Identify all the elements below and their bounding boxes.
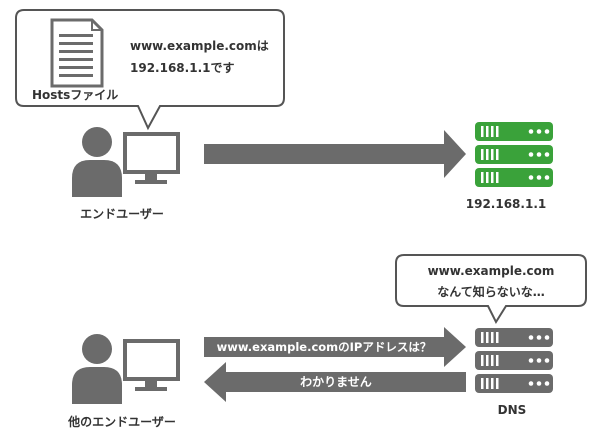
dns-query-label: www.example.comのIPアドレスは？ [217,340,432,354]
dns-reply-label: わかりません [300,375,372,389]
server-ip-label: 192.168.1.1 [466,197,546,211]
hosts-file-label: Hostsファイル [32,88,118,102]
other-end-user-icon [72,334,122,404]
computer-monitor-icon [123,339,180,391]
web-server-icon [475,122,553,187]
hosts-entry-line1: www.example.comは [130,39,269,53]
dns-server-icon [475,328,553,393]
dns-speech-bubble [395,254,587,325]
dns-label: DNS [498,403,527,417]
dns-reply-arrow [204,362,466,402]
end-user-icon [72,127,122,197]
end-user-label: エンドユーザー [80,207,164,221]
dns-bubble-line1: www.example.com [428,264,555,278]
dns-bubble-line2: なんて知らないな… [437,284,544,299]
computer-monitor-icon [123,132,180,184]
direct-arrow [204,130,466,178]
dns-query-arrow [204,327,466,367]
document-icon [50,18,104,88]
hosts-entry-line2: 192.168.1.1です [130,61,234,75]
other-end-user-label: 他のエンドユーザー [67,414,176,429]
